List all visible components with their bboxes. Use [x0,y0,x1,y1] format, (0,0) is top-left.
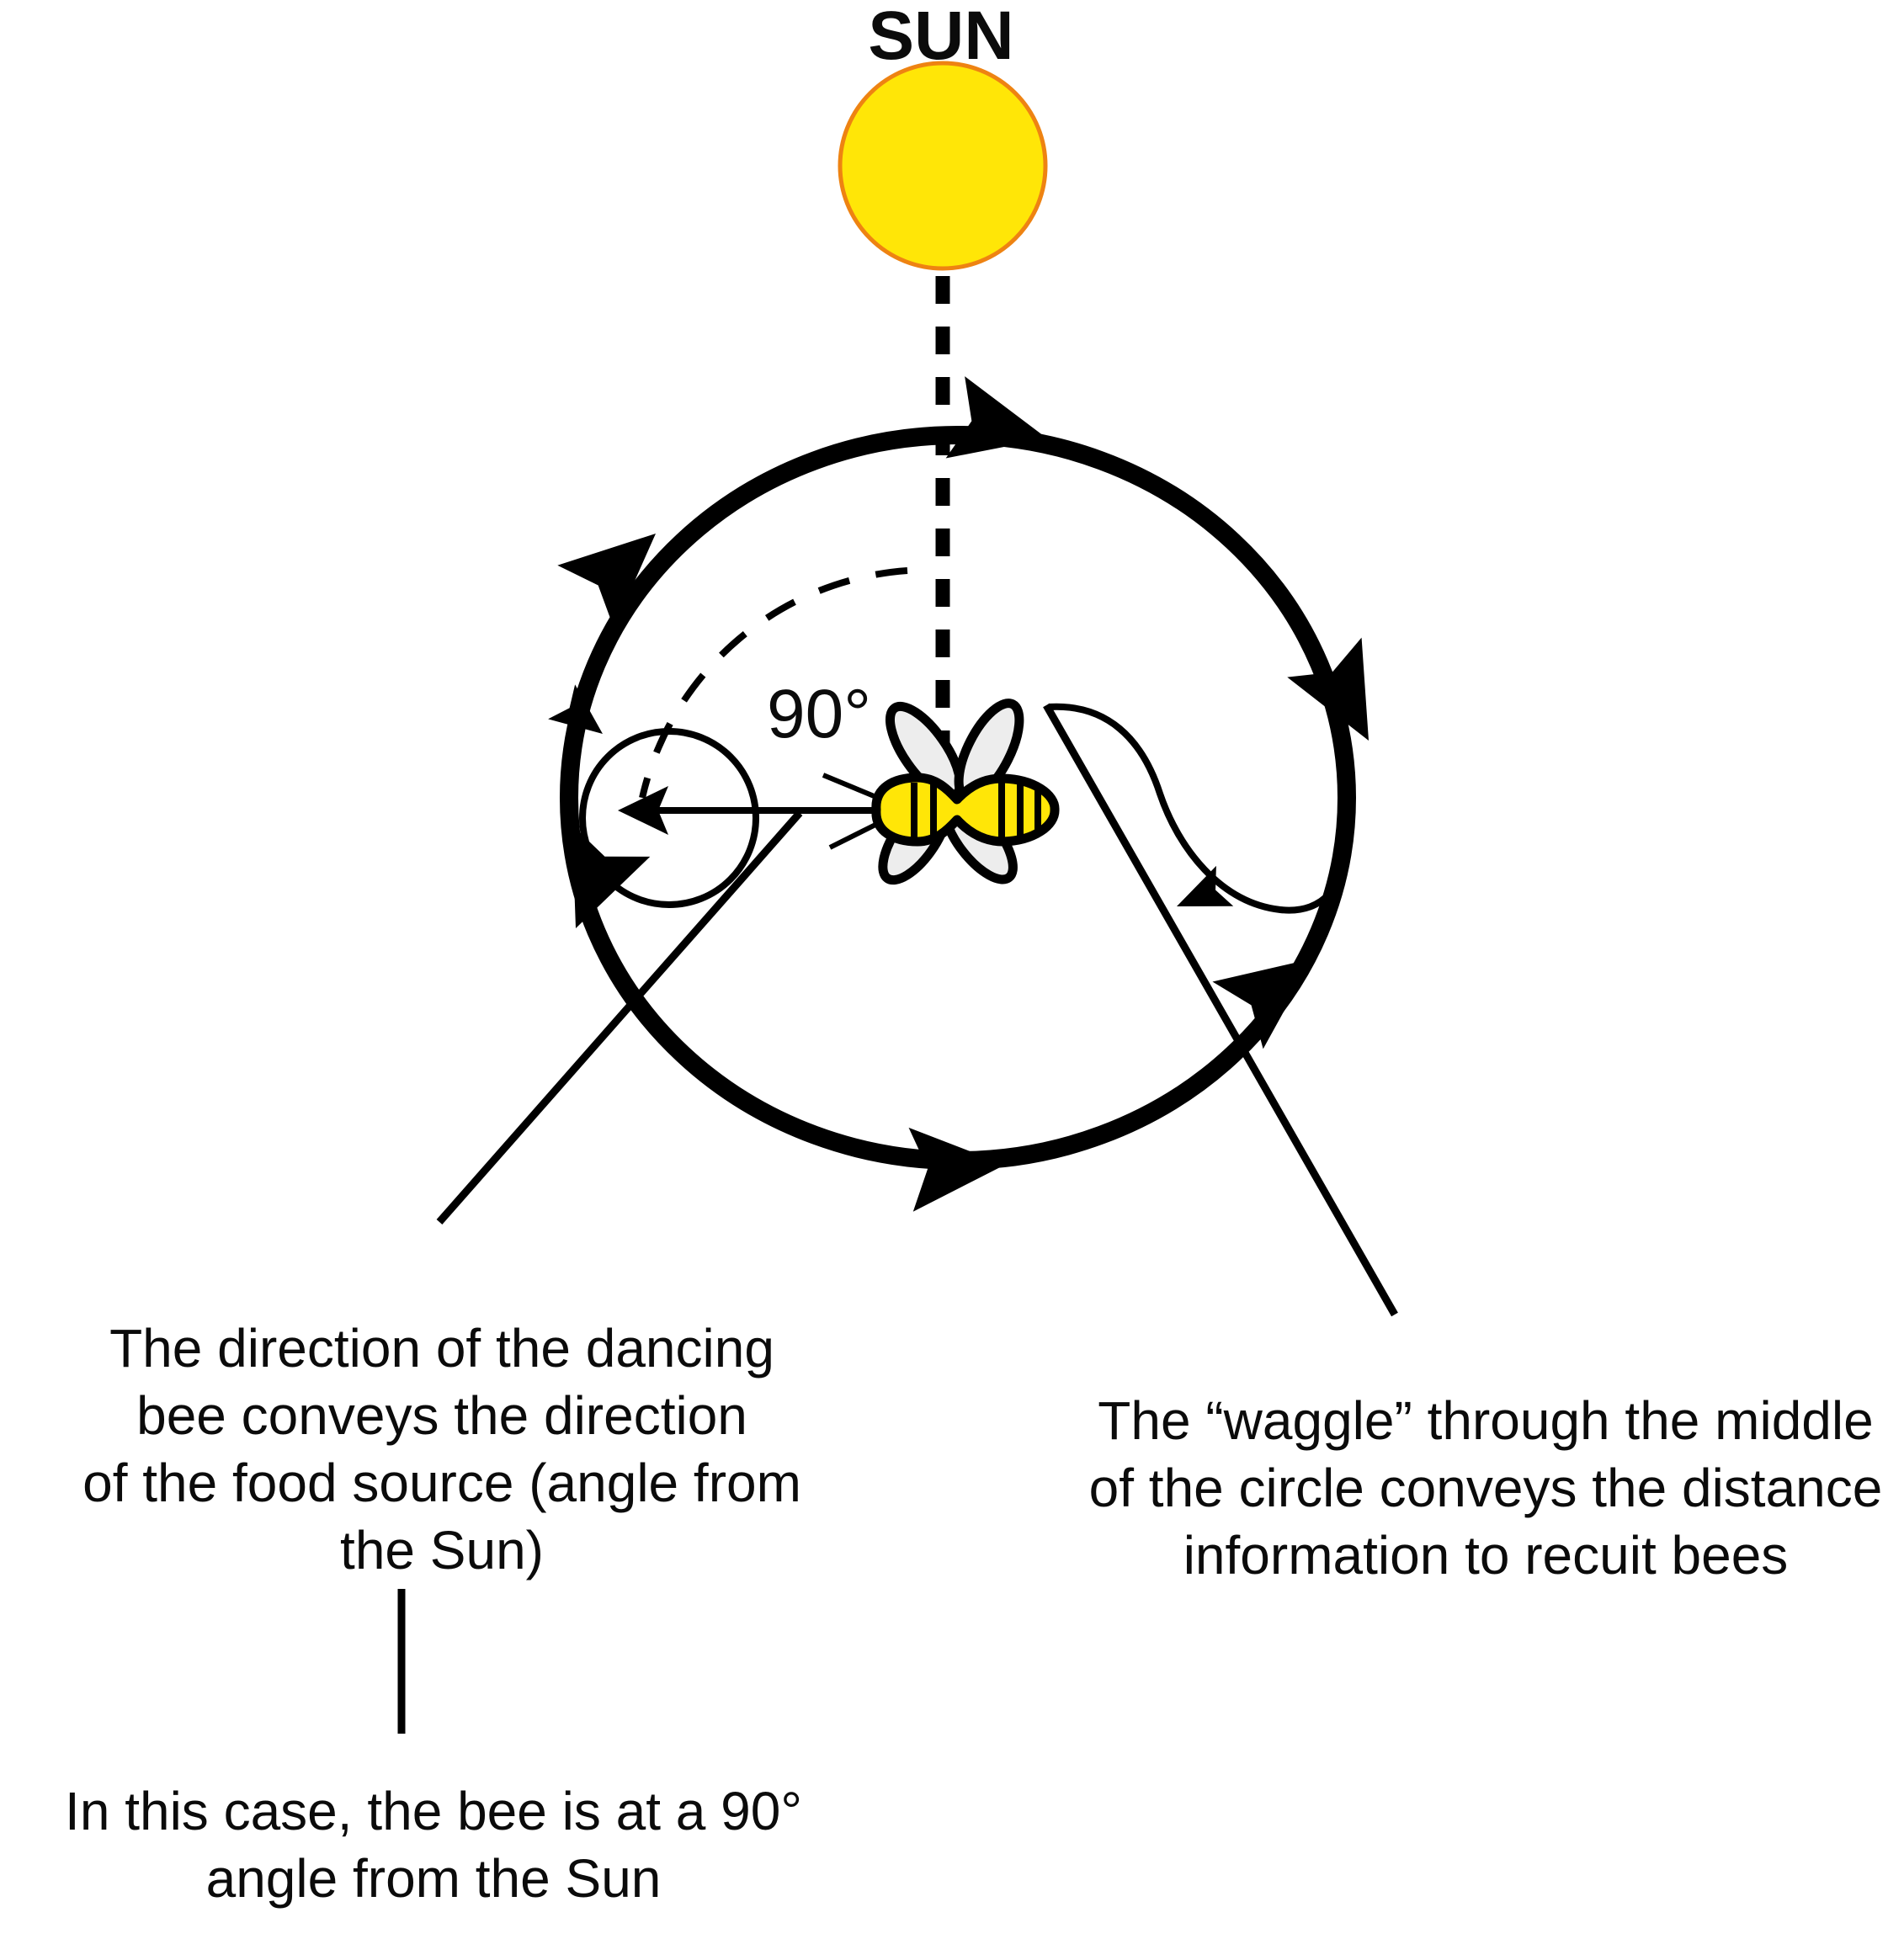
circle-arrowhead-upper-left-icon [557,534,656,629]
return-loop-left [579,728,759,908]
caption-waggle: The “waggle” through the middle of the c… [1023,1387,1904,1589]
angle-label: 90° [767,676,871,752]
circle-arrowhead-right-icon [1287,637,1369,741]
waggle-direction-arrowhead-icon [618,786,668,835]
caption-direction-line: The direction of the dancing [109,1318,774,1379]
caption-case-note-line: angle from the Sun [205,1848,662,1909]
caption-direction-line: of the food source (angle from [82,1453,801,1513]
return-loop-right-arrowhead-icon [1177,865,1234,906]
caption-waggle-line: of the circle conveys the distance [1088,1458,1883,1518]
caption-waggle-line: The “waggle” through the middle [1098,1390,1874,1451]
bee-stripes [911,780,1041,841]
caption-direction-line: the Sun) [340,1520,544,1580]
bee-antenna-upper [822,773,884,802]
caption-direction-line: bee conveys the direction [136,1385,747,1446]
angle-arc [639,567,908,799]
bee-antenna-lower [828,819,884,850]
sun-label: SUN [868,0,1013,74]
waggle-direction-arrow [618,786,880,835]
caption-case-note: In this case, the bee is at a 90° angle … [13,1777,854,1912]
caption-waggle-line: information to recuit bees [1183,1525,1789,1586]
dance-circle-arrowheads [557,376,1369,1212]
bee-body [871,773,1060,847]
return-loop-left-arrowhead-icon [548,684,603,734]
caption-direction: The direction of the dancing bee conveys… [17,1315,867,1584]
caption-case-note-line: In this case, the bee is at a 90° [65,1781,802,1841]
pointer-line-direction-caption [436,810,803,1224]
bee-icon [822,699,1060,885]
circle-arrowhead-lower-right-icon [1212,959,1313,1049]
circle-arrowhead-bottom-icon [908,1127,1005,1212]
return-loop-right [1048,703,1346,914]
circle-arrowhead-top-icon [945,376,1047,459]
sun-icon [838,61,1048,271]
pointer-line-waggle-caption [1043,703,1398,1317]
